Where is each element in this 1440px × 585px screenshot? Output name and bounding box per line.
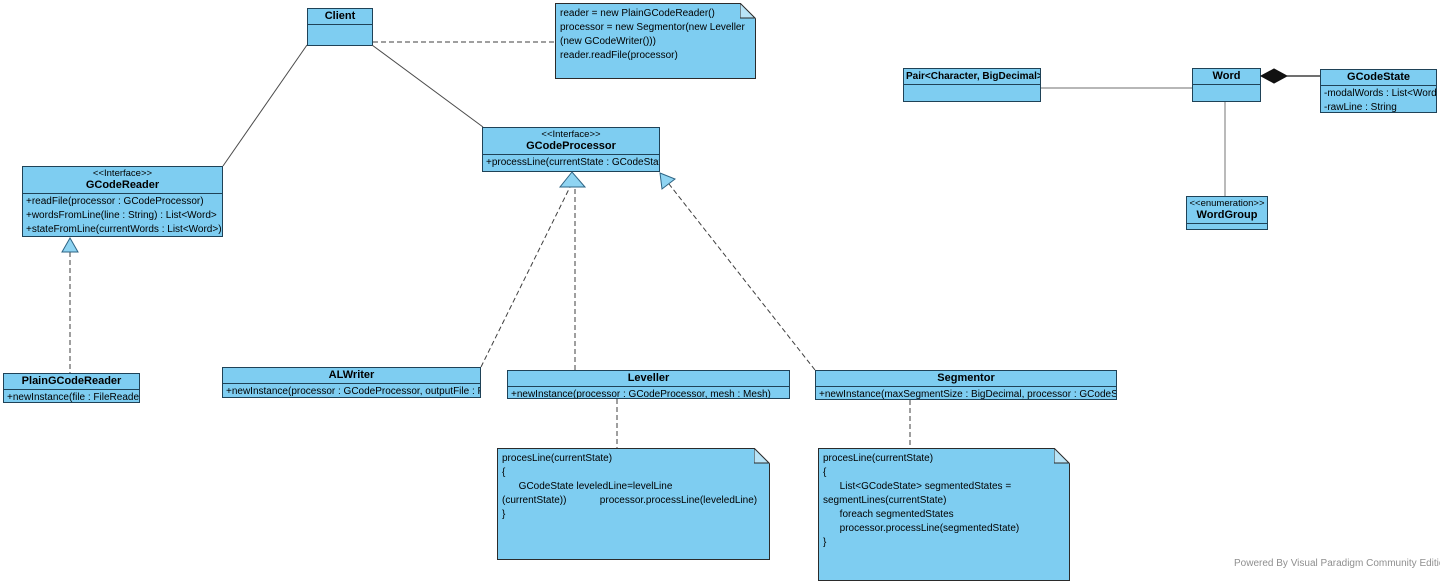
note-line: List<GCodeState> segmentedStates = <box>823 481 1012 492</box>
composition-diamond-icon <box>1259 68 1289 84</box>
class-plaingcodereader-header: PlainGCodeReader <box>4 374 139 390</box>
attribute: -rawLine : String <box>1324 101 1397 113</box>
class-client-name: Client <box>324 10 356 22</box>
operation: +newInstance(maxSegmentSize : BigDecimal… <box>819 389 1117 400</box>
class-gcodestate-attributes: -modalWords : List<Word> -rawLine : Stri… <box>1321 86 1437 113</box>
composition-word-gcodestate[interactable] <box>1259 68 1320 84</box>
class-wordgroup-empty-compartment <box>1187 224 1267 229</box>
realization-plaingcodereader-gcodereader[interactable] <box>61 236 79 373</box>
class-gcodereader-name: GCodeReader <box>85 179 160 191</box>
operation: +processLine(currentState : GCodeState) <box>486 157 660 168</box>
realization-arrowhead-icon <box>61 236 79 253</box>
class-wordgroup-header: <<enumeration>> WordGroup <box>1187 197 1267 224</box>
class-gcodereader[interactable]: <<Interface>> GCodeReader +readFile(proc… <box>22 166 223 237</box>
realization-leveller-gcodeprocessor[interactable] <box>558 171 587 370</box>
note-line: foreach segmentedStates <box>823 509 954 520</box>
note-line: reader = new PlainGCodeReader() <box>560 8 715 19</box>
class-gcodereader-stereotype: <<Interface>> <box>92 168 153 179</box>
class-leveller-header: Leveller <box>508 371 789 387</box>
note-line: } <box>502 509 506 520</box>
class-leveller[interactable]: Leveller +newInstance(processor : GCodeP… <box>507 370 790 399</box>
note-line: segmentLines(currentState) <box>823 495 947 506</box>
class-word-name: Word <box>1212 70 1241 82</box>
operation: +wordsFromLine(line : String) : List<Wor… <box>26 209 217 221</box>
attribute: -modalWords : List<Word> <box>1324 88 1437 99</box>
note-line: GCodeState leveledLine=levelLine <box>502 481 673 492</box>
note-line: reader.readFile(processor) <box>560 50 678 61</box>
class-segmentor-operations: +newInstance(maxSegmentSize : BigDecimal… <box>816 387 1117 400</box>
class-plaingcodereader-operations: +newInstance(file : FileReader) <box>4 390 140 403</box>
class-alwriter-header: ALWriter <box>223 368 480 384</box>
class-segmentor-header: Segmentor <box>816 371 1116 387</box>
class-plaingcodereader-name: PlainGCodeReader <box>21 375 122 387</box>
note-fold-corner-icon <box>1054 448 1070 464</box>
class-segmentor[interactable]: Segmentor +newInstance(maxSegmentSize : … <box>815 370 1117 400</box>
class-gcodereader-operations: +readFile(processor : GCodeProcessor) +w… <box>23 194 223 236</box>
class-word-empty-compartment <box>1193 85 1260 101</box>
class-alwriter-name: ALWriter <box>328 369 375 381</box>
class-gcodeprocessor-stereotype: <<Interface>> <box>541 129 601 140</box>
note-client-code[interactable]: reader = new PlainGCodeReader() processo… <box>555 3 756 79</box>
operation: +readFile(processor : GCodeProcessor) <box>26 196 204 207</box>
note-segmentor-code[interactable]: procesLine(currentState) { List<GCodeSta… <box>818 448 1070 581</box>
class-pair[interactable]: Pair<Character, BigDecimal> <box>903 68 1041 102</box>
class-client-header: Client <box>308 9 372 25</box>
class-alwriter-operations: +newInstance(processor : GCodeProcessor,… <box>223 384 481 397</box>
note-line: processor.processLine(segmentedState) <box>823 523 1020 534</box>
class-gcodeprocessor-operations: +processLine(currentState : GCodeState) <box>483 155 659 171</box>
class-gcodestate-header: GCodeState <box>1321 70 1436 86</box>
association-client-gcodeprocessor[interactable] <box>371 44 484 128</box>
association-client-gcodereader[interactable] <box>222 44 308 167</box>
class-alwriter[interactable]: ALWriter +newInstance(processor : GCodeP… <box>222 367 481 398</box>
note-line: } <box>823 537 827 548</box>
operation: +newInstance(processor : GCodeProcessor,… <box>226 386 481 397</box>
realization-segmentor-gcodeprocessor[interactable] <box>659 172 816 371</box>
note-line: processor = new Segmentor(new Leveller <box>560 22 745 33</box>
class-wordgroup-stereotype: <<enumeration>> <box>1189 198 1265 209</box>
note-line: { <box>502 467 506 478</box>
note-leveller-code[interactable]: procesLine(currentState) { GCodeState le… <box>497 448 770 560</box>
note-line: { <box>823 467 827 478</box>
note-fold-corner-icon <box>740 3 756 19</box>
class-gcodereader-header: <<Interface>> GCodeReader <box>23 167 222 194</box>
class-gcodestate-name: GCodeState <box>1347 71 1410 83</box>
class-wordgroup-name: WordGroup <box>1196 209 1258 221</box>
realization-arrowhead-icon <box>558 171 587 188</box>
class-client[interactable]: Client <box>307 8 373 46</box>
class-plaingcodereader[interactable]: PlainGCodeReader +newInstance(file : Fil… <box>3 373 140 403</box>
operation: +newInstance(file : FileReader) <box>7 392 140 403</box>
realization-alwriter-gcodeprocessor[interactable] <box>480 186 571 368</box>
operation: +newInstance(processor : GCodeProcessor,… <box>511 389 771 399</box>
note-line: (currentState)) processor.processLine(le… <box>502 495 758 506</box>
class-gcodeprocessor-header: <<Interface>> GCodeProcessor <box>483 128 659 155</box>
realization-arrowhead-icon <box>659 172 677 190</box>
class-pair-header: Pair<Character, BigDecimal> <box>904 69 1040 85</box>
note-line: procesLine(currentState) <box>823 453 934 464</box>
watermark: Powered By Visual Paradigm Community Edi… <box>1234 556 1440 570</box>
watermark-text: Powered By Visual Paradigm Community Edi… <box>1234 557 1440 569</box>
class-segmentor-name: Segmentor <box>937 372 995 384</box>
class-wordgroup[interactable]: <<enumeration>> WordGroup <box>1186 196 1268 230</box>
class-pair-empty-compartment <box>904 85 1040 101</box>
class-pair-name: Pair<Character, BigDecimal> <box>906 71 1041 82</box>
class-leveller-name: Leveller <box>627 372 670 384</box>
class-leveller-operations: +newInstance(processor : GCodeProcessor,… <box>508 387 789 399</box>
note-line: procesLine(currentState) <box>502 453 613 464</box>
class-gcodestate[interactable]: GCodeState -modalWords : List<Word> -raw… <box>1320 69 1437 113</box>
class-word-header: Word <box>1193 69 1260 85</box>
operation: +stateFromLine(currentWords : List<Word>… <box>26 223 223 235</box>
note-line: (new GCodeWriter())) <box>560 36 656 47</box>
note-fold-corner-icon <box>754 448 770 464</box>
class-word[interactable]: Word <box>1192 68 1261 102</box>
class-gcodeprocessor[interactable]: <<Interface>> GCodeProcessor +processLin… <box>482 127 660 172</box>
class-gcodeprocessor-name: GCodeProcessor <box>526 140 616 152</box>
class-client-empty-compartment <box>308 25 372 45</box>
